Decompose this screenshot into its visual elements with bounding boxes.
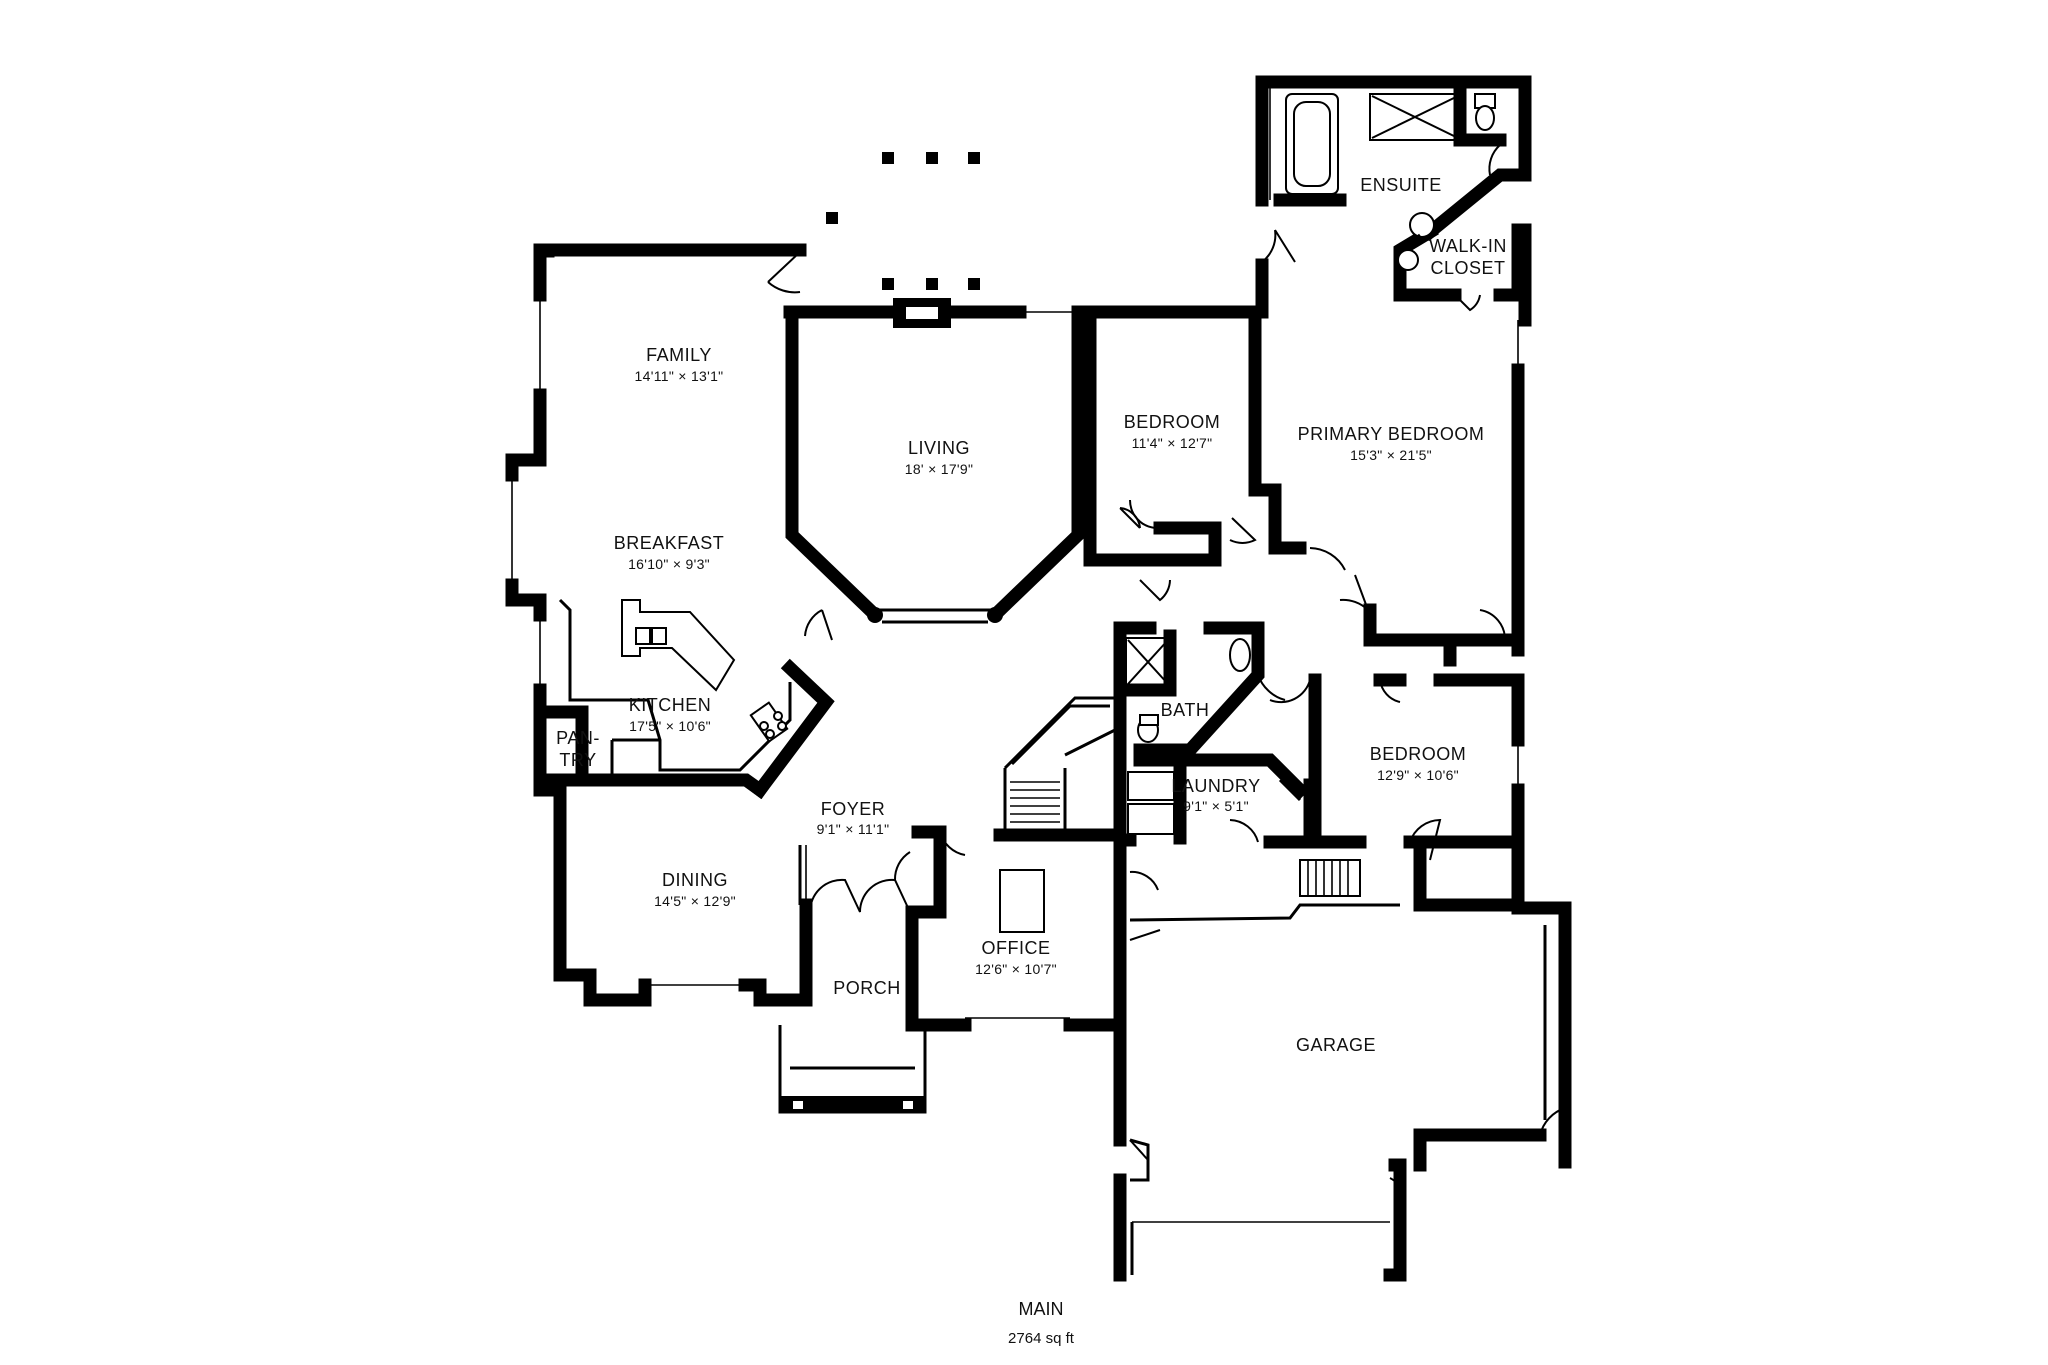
bedroom-a-label: BEDROOM <box>1124 412 1221 432</box>
living-label: LIVING <box>908 438 970 458</box>
bedroom-b-dims: 12'9" × 10'6" <box>1377 767 1459 783</box>
porch-label: PORCH <box>833 978 901 998</box>
walls-bedroom-b <box>1308 673 1572 932</box>
foyer-label: FOYER <box>821 799 886 819</box>
floor-summary: MAIN 2764 sq ft <box>1008 1299 1075 1347</box>
room-labels: FAMILY 14'11" × 13'1" BREAKFAST 16'10" ×… <box>556 175 1507 1055</box>
bath-label: BATH <box>1161 700 1210 720</box>
walls-primary-suite <box>1255 75 1532 667</box>
kitchen-dims: 17'5" × 10'6" <box>629 718 711 734</box>
pantry-label-line2: TRY <box>559 750 596 770</box>
foyer-dims: 9'1" × 11'1" <box>817 821 890 837</box>
walkin-closet-label-line2: CLOSET <box>1430 258 1505 278</box>
dining-label: DINING <box>662 870 728 890</box>
staircase <box>1003 696 1361 897</box>
breakfast-label: BREAKFAST <box>614 533 725 553</box>
ensuite-label: ENSUITE <box>1360 175 1442 195</box>
bedroom-b-label: BEDROOM <box>1370 744 1467 764</box>
primary-bedroom-label: PRIMARY BEDROOM <box>1298 424 1485 444</box>
family-label: FAMILY <box>646 345 712 365</box>
floor-name: MAIN <box>1019 1299 1064 1319</box>
walkin-closet-label-line1: WALK-IN <box>1429 236 1507 256</box>
floor-area: 2764 sq ft <box>1008 1330 1075 1347</box>
breakfast-dims: 16'10" × 9'3" <box>628 556 710 572</box>
doors <box>767 144 1566 1199</box>
kitchen-label: KITCHEN <box>629 695 712 715</box>
walls-foyer-office <box>778 825 1137 1114</box>
bedroom-a-dims: 11'4" × 12'7" <box>1132 435 1213 451</box>
pantry-label-line1: PAN- <box>556 728 600 748</box>
laundry-label: LAUNDRY <box>1171 776 1260 796</box>
laundry-dims: 9'1" × 5'1" <box>1183 798 1249 814</box>
family-dims: 14'11" × 13'1" <box>635 368 724 384</box>
office-dims: 12'6" × 10'7" <box>975 961 1057 977</box>
deck-posts <box>826 152 980 290</box>
walls-dining <box>553 783 813 1007</box>
primary-bedroom-dims: 15'3" × 21'5" <box>1350 447 1432 463</box>
dining-dims: 14'5" × 12'9" <box>654 893 736 909</box>
living-dims: 18' × 17'9" <box>905 461 974 477</box>
walls-living <box>783 298 1267 624</box>
walls-west-wing <box>505 243 835 800</box>
walls-garage <box>1113 835 1572 1282</box>
walls-bedroom-a <box>1083 305 1282 567</box>
office-label: OFFICE <box>982 938 1051 958</box>
garage-label: GARAGE <box>1296 1035 1376 1055</box>
